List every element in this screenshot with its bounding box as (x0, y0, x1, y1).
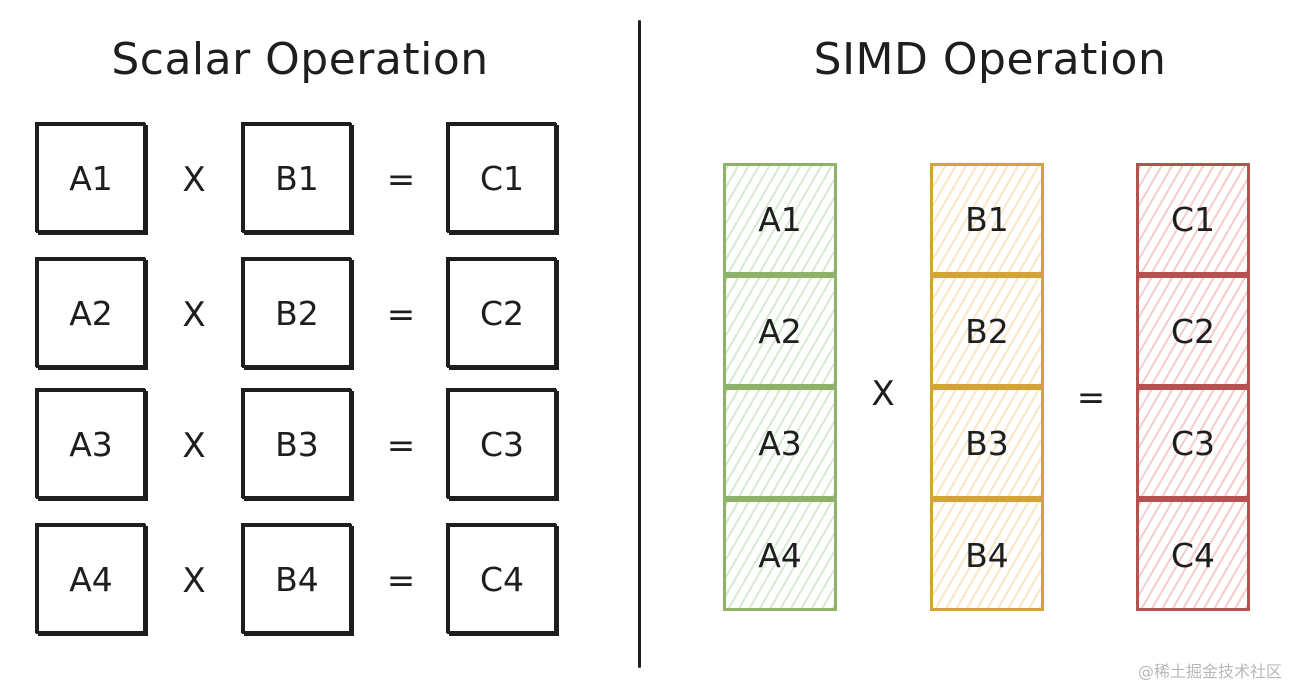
vector-c-element: C4 (1136, 499, 1250, 611)
vector-c-element: C1 (1136, 163, 1250, 275)
vector-a: A1 A2 A3 A4 (723, 163, 837, 611)
scalar-c-cell: C4 (447, 524, 557, 634)
scalar-multiply-sign: X (182, 295, 206, 335)
vector-b-element: B1 (930, 163, 1044, 275)
simd-operation-title: SIMD Operation (813, 34, 1167, 85)
vector-c-element: C2 (1136, 275, 1250, 387)
vector-c: C1 C2 C3 C4 (1136, 163, 1250, 611)
scalar-b-cell: B4 (242, 524, 352, 634)
vector-a-element: A4 (723, 499, 837, 611)
scalar-equals-sign: = (386, 295, 416, 335)
scalar-equals-sign: = (386, 160, 416, 200)
scalar-equals-sign: = (386, 426, 416, 466)
scalar-a-cell: A4 (36, 524, 146, 634)
section-divider (638, 20, 641, 668)
scalar-b-cell: B2 (242, 258, 352, 368)
scalar-a-cell: A1 (36, 123, 146, 233)
scalar-b-cell: B3 (242, 389, 352, 499)
vector-b-element: B2 (930, 275, 1044, 387)
vector-b-element: B4 (930, 499, 1044, 611)
simd-equals-sign: = (1076, 378, 1106, 418)
scalar-multiply-sign: X (182, 426, 206, 466)
vector-a-element: A3 (723, 387, 837, 499)
vector-a-element: A2 (723, 275, 837, 387)
scalar-equals-sign: = (386, 561, 416, 601)
vector-b: B1 B2 B3 B4 (930, 163, 1044, 611)
scalar-c-cell: C2 (447, 258, 557, 368)
vector-b-element: B3 (930, 387, 1044, 499)
scalar-operation-title: Scalar Operation (111, 34, 489, 85)
vector-c-element: C3 (1136, 387, 1250, 499)
watermark: @稀土掘金技术社区 (1137, 662, 1282, 681)
vector-a-element: A1 (723, 163, 837, 275)
scalar-b-cell: B1 (242, 123, 352, 233)
scalar-c-cell: C3 (447, 389, 557, 499)
simd-multiply-sign: X (871, 374, 895, 414)
scalar-multiply-sign: X (182, 561, 206, 601)
scalar-multiply-sign: X (182, 160, 206, 200)
scalar-c-cell: C1 (447, 123, 557, 233)
scalar-a-cell: A3 (36, 389, 146, 499)
scalar-a-cell: A2 (36, 258, 146, 368)
